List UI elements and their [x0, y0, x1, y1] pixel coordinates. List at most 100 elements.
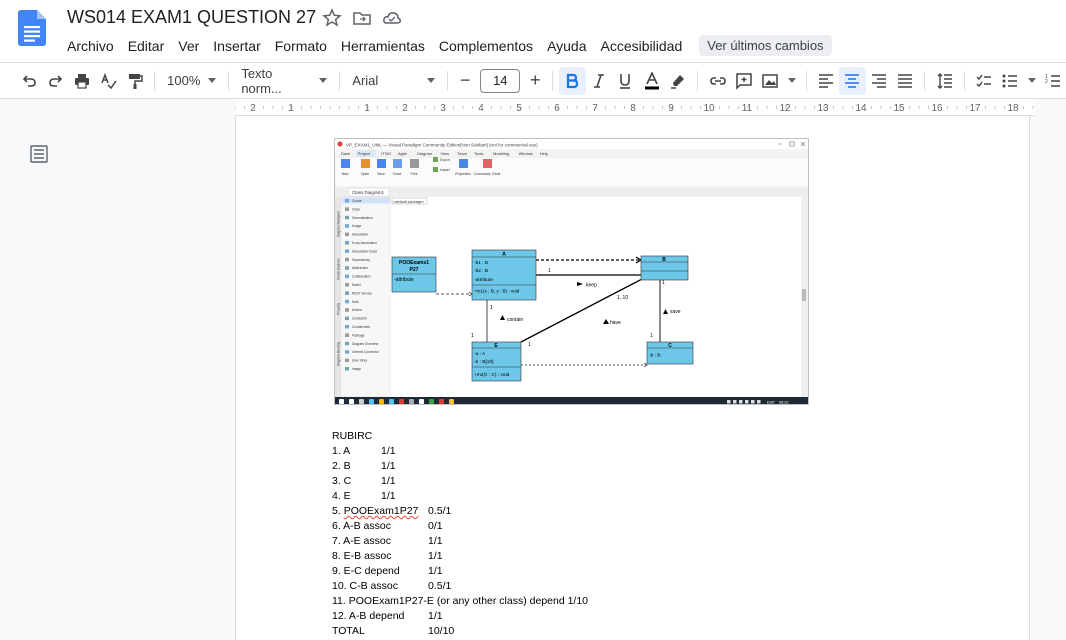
- vp-tray-icon: [733, 400, 737, 404]
- add-comment-button[interactable]: [731, 67, 757, 95]
- cloud-status-icon[interactable]: [382, 8, 402, 28]
- bold-button[interactable]: [559, 66, 586, 95]
- vp-palette-item: Usage: [352, 224, 361, 228]
- text-color-button[interactable]: [639, 67, 665, 95]
- ruler-number: 2: [402, 103, 408, 114]
- ruler-number: 6: [554, 103, 560, 114]
- redo-button[interactable]: [42, 67, 68, 95]
- ruler-number: 16: [931, 103, 943, 114]
- vp-side-tab: Diagram Navigator: [337, 210, 341, 238]
- vp-side-tab: Property: [337, 303, 341, 315]
- rubric-item-label: TOTAL: [332, 625, 365, 637]
- chevron-down-icon: [208, 78, 217, 83]
- checklist-button[interactable]: [971, 67, 997, 95]
- paint-format-icon: [128, 73, 143, 89]
- menu-editar[interactable]: Editar: [127, 37, 165, 54]
- menu-herramientas[interactable]: Herramientas: [340, 37, 425, 54]
- ruler-number: 7: [592, 103, 598, 114]
- google-docs-logo-icon[interactable]: [18, 10, 46, 46]
- svg-text:2: 2: [1045, 79, 1048, 85]
- vp-class-a-attr: -attribute: [474, 277, 493, 283]
- spellcheck-button[interactable]: [95, 67, 121, 95]
- rubric-item-score: 1/1: [428, 565, 443, 577]
- vp-windows-taskbar: [335, 397, 808, 404]
- vp-palette-icon: [345, 249, 349, 253]
- toolbar-divider: [228, 70, 230, 91]
- bulleted-list-button[interactable]: [997, 67, 1023, 95]
- rubric-item-label: 11. POOExam1P27-E (or any other class) d…: [332, 595, 589, 607]
- menu-accesibilidad[interactable]: Accesibilidad: [600, 37, 683, 54]
- undo-icon: [23, 74, 37, 87]
- vp-palette-icon: [345, 266, 349, 270]
- document-title[interactable]: WS014 EXAM1 QUESTION 27: [67, 7, 317, 27]
- align-left-icon: [818, 73, 833, 88]
- vp-ribbon-button-label: New: [342, 172, 349, 176]
- vp-ribbon-button-label: Export: [440, 158, 450, 162]
- line-spacing-button[interactable]: [931, 67, 957, 95]
- chevron-down-icon[interactable]: [1027, 78, 1036, 83]
- last-changes-button[interactable]: Ver últimos cambios: [699, 35, 832, 56]
- zoom-select[interactable]: 100%: [161, 67, 222, 95]
- align-right-button[interactable]: [866, 67, 892, 95]
- vp-class-poo-attr: -attribute: [394, 277, 414, 283]
- document-outline-icon[interactable]: [30, 145, 48, 163]
- insert-image-button[interactable]: [757, 67, 783, 95]
- vp-ribbon-tab: Window: [519, 151, 533, 156]
- rubric-item-score: 1/1: [381, 475, 396, 487]
- vp-ribbon-button-label: Close: [393, 172, 402, 176]
- align-left-button[interactable]: [813, 67, 839, 95]
- toolbar-divider: [552, 70, 554, 91]
- vp-palette-item: Diagram Overview: [352, 342, 379, 346]
- vp-ribbon-button-label: Import: [440, 168, 450, 172]
- vp-palette-icon: [345, 325, 349, 329]
- paint-format-button[interactable]: [122, 67, 148, 95]
- undo-button[interactable]: [16, 67, 42, 95]
- image-icon: [762, 73, 779, 88]
- print-button[interactable]: [69, 67, 95, 95]
- menu-ayuda[interactable]: Ayuda: [547, 37, 587, 54]
- insert-link-button[interactable]: [704, 67, 730, 95]
- font-size-input[interactable]: 14: [480, 68, 521, 93]
- vp-label-mult: 1..10: [617, 295, 628, 301]
- underline-button[interactable]: [612, 67, 638, 95]
- vp-ribbon-tab: Dash: [341, 151, 350, 156]
- checklist-icon: [976, 74, 991, 87]
- underline-icon: [620, 73, 631, 89]
- document-page[interactable]: VP_EXAM1_UML — Visual Paradigm Community…: [235, 116, 1030, 640]
- chevron-down-icon[interactable]: [787, 78, 796, 83]
- font-select[interactable]: Arial: [346, 67, 441, 95]
- menu-ver[interactable]: Ver: [178, 37, 200, 54]
- line-spacing-icon: [937, 72, 952, 89]
- increase-font-size-button[interactable]: +: [530, 70, 541, 90]
- paragraph-style-select[interactable]: Texto norm...: [235, 66, 333, 96]
- vp-ribbon-button-icon: [483, 159, 492, 168]
- vp-class-c-attr: -b : B: [649, 353, 660, 359]
- embedded-screenshot[interactable]: VP_EXAM1_UML — Visual Paradigm Community…: [334, 138, 809, 405]
- vp-ribbon-tab: ITSM: [381, 151, 391, 156]
- italic-button[interactable]: [586, 67, 612, 95]
- vp-ribbon-button-icon: [433, 167, 438, 172]
- vp-palette-icon: [345, 308, 349, 312]
- ruler-number: 12: [779, 103, 791, 114]
- numbered-list-icon: 12: [1045, 74, 1060, 87]
- vp-diagram-tab: [348, 187, 390, 197]
- menu-insertar[interactable]: Insertar: [213, 37, 261, 54]
- move-to-folder-icon[interactable]: [352, 8, 372, 28]
- toolbar-divider: [447, 70, 449, 91]
- star-icon[interactable]: [322, 8, 342, 28]
- align-center-button[interactable]: [839, 66, 866, 95]
- decrease-font-size-button[interactable]: −: [460, 70, 471, 90]
- menu-formato[interactable]: Formato: [274, 37, 327, 54]
- justify-button[interactable]: [892, 67, 918, 95]
- menu-archivo[interactable]: Archivo: [67, 37, 114, 54]
- highlight-button[interactable]: [665, 67, 691, 95]
- bulleted-list-icon: [1002, 74, 1018, 87]
- vp-class-c: C -b : B: [646, 341, 694, 365]
- menu-complementos[interactable]: Complementos: [438, 37, 534, 54]
